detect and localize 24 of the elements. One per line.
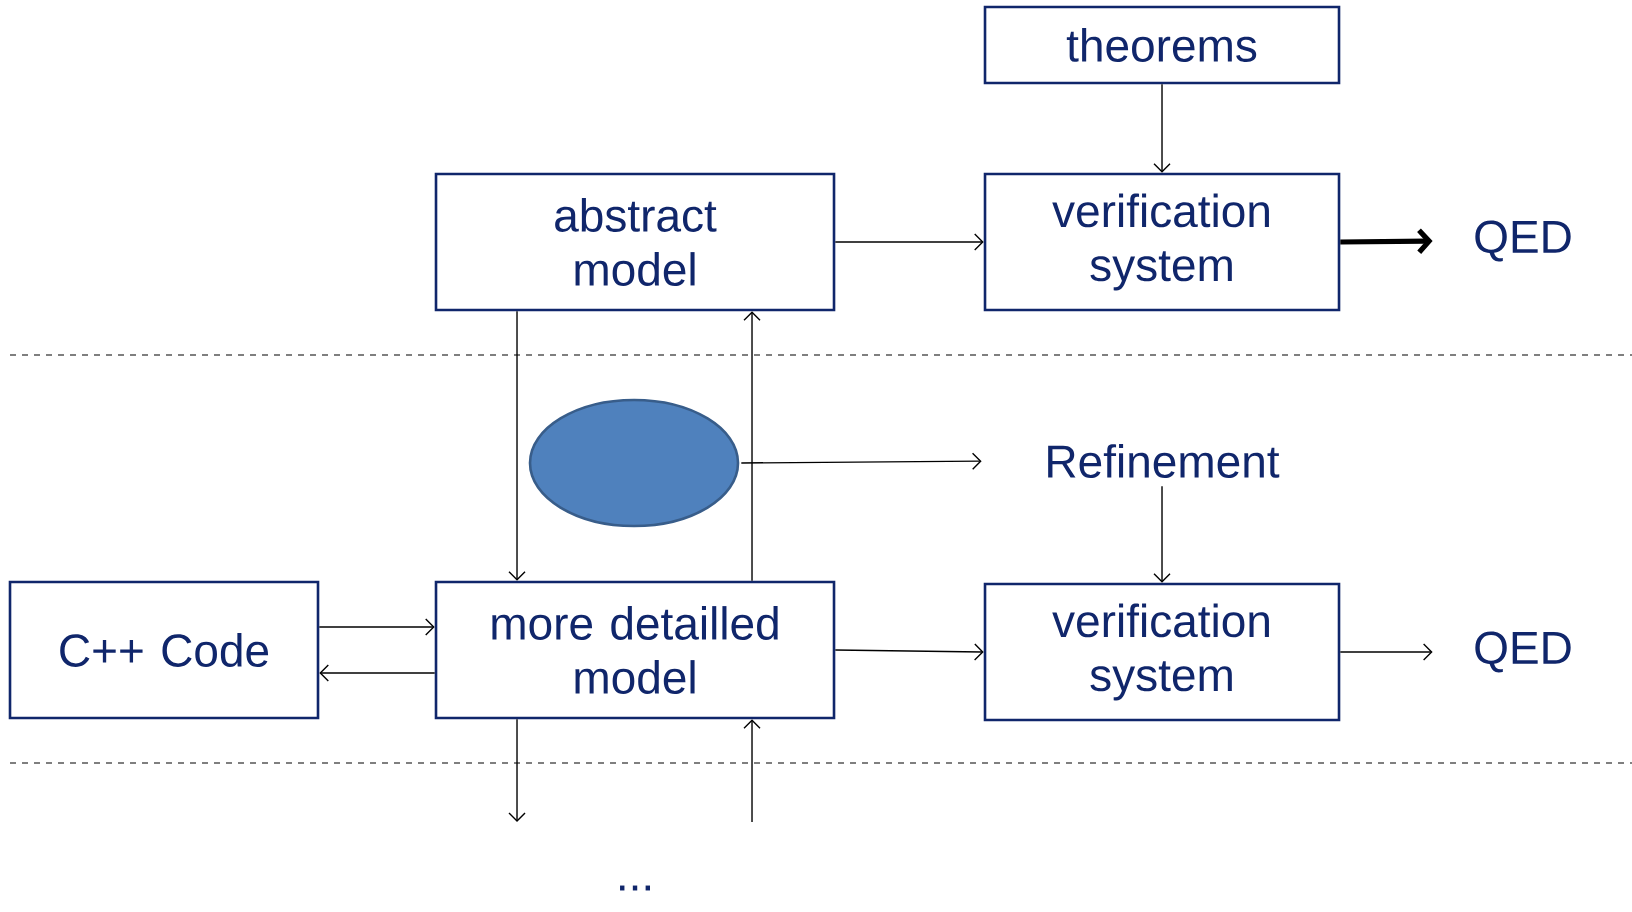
model-box: abstract model bbox=[434, 172, 836, 312]
system-box: verification system bbox=[983, 582, 1341, 722]
arrow bbox=[743, 311, 761, 582]
arrow bbox=[834, 643, 984, 661]
arrow bbox=[1339, 643, 1433, 661]
arrow bbox=[740, 452, 982, 470]
arrow bbox=[318, 618, 435, 636]
code-box: C++ Code bbox=[8, 580, 320, 720]
arrow bbox=[1153, 485, 1171, 583]
output-label: QED bbox=[1475, 631, 1571, 673]
output-label: QED bbox=[1475, 220, 1571, 262]
model-box: more detailled model bbox=[434, 580, 836, 720]
ellipsis-label: ... bbox=[620, 885, 650, 891]
arrow bbox=[319, 664, 436, 682]
step-label: Refinement bbox=[1048, 444, 1280, 478]
arrow bbox=[508, 310, 526, 581]
arrow bbox=[508, 718, 526, 822]
arrow bbox=[1340, 228, 1433, 254]
arrow bbox=[1153, 83, 1171, 173]
system-box: verification system bbox=[983, 172, 1341, 312]
arrow bbox=[743, 719, 761, 823]
arrow bbox=[834, 233, 984, 251]
input-box: theorems bbox=[983, 5, 1341, 85]
ellipse bbox=[528, 398, 740, 528]
